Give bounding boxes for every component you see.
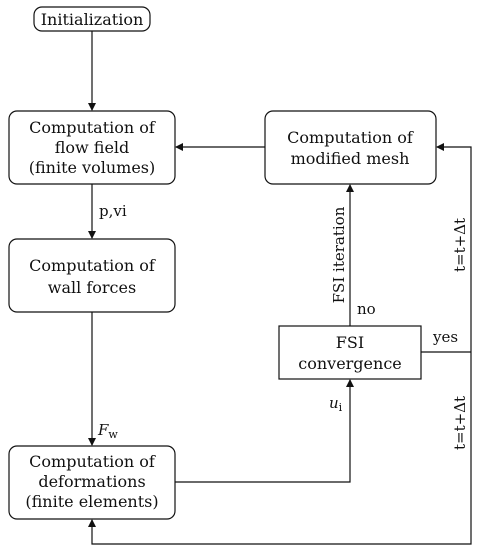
node-modified-mesh-line-1: Computation of xyxy=(287,128,414,147)
edge-label-ui-sub: i xyxy=(339,401,343,414)
edge-label-fw-sub: w xyxy=(108,428,118,441)
node-initialization-label: Initialization xyxy=(41,10,144,29)
node-flow-field: Computation of flow field (finite volume… xyxy=(8,110,176,185)
edge-label-time-step-lower: t=t+Δt xyxy=(451,396,469,450)
node-wall-forces-line-2: wall forces xyxy=(48,278,136,297)
edge-label-time-step-upper: t=t+Δt xyxy=(451,218,469,272)
edge-label-ui: ui xyxy=(329,394,343,414)
edge-label-fsi-iteration: FSI iteration xyxy=(330,206,348,303)
edge-label-fw: Fw xyxy=(97,421,118,441)
node-modified-mesh-line-2: modified mesh xyxy=(291,149,410,168)
node-fsi-convergence: FSI convergence xyxy=(278,325,422,380)
edge-label-p-vi: p,vi xyxy=(99,202,127,220)
node-flow-field-line-3: (finite volumes) xyxy=(29,158,156,177)
node-fsi-convergence-line-2: convergence xyxy=(298,354,402,373)
edge-label-no: no xyxy=(357,300,376,318)
edge-label-ui-main: u xyxy=(329,394,339,412)
node-initialization: Initialization xyxy=(33,6,151,32)
node-deformations: Computation of deformations (finite elem… xyxy=(8,445,176,520)
edge-time-step-lower xyxy=(88,352,472,545)
edge-deform-to-fsi xyxy=(175,379,354,483)
node-flow-field-line-2: flow field xyxy=(55,138,130,157)
node-modified-mesh: Computation of modified mesh xyxy=(264,110,437,185)
edge-label-yes: yes xyxy=(432,328,458,346)
edge-time-step-upper xyxy=(436,143,472,352)
node-deformations-line-2: deformations xyxy=(38,472,145,491)
node-deformations-line-3: (finite elements) xyxy=(25,492,158,511)
node-wall-forces-line-1: Computation of xyxy=(29,256,156,275)
node-deformations-line-1: Computation of xyxy=(29,452,156,471)
node-flow-field-line-1: Computation of xyxy=(29,118,156,137)
edge-label-fw-main: F xyxy=(97,421,109,439)
node-fsi-convergence-line-1: FSI xyxy=(336,333,364,352)
node-wall-forces: Computation of wall forces xyxy=(8,238,176,313)
